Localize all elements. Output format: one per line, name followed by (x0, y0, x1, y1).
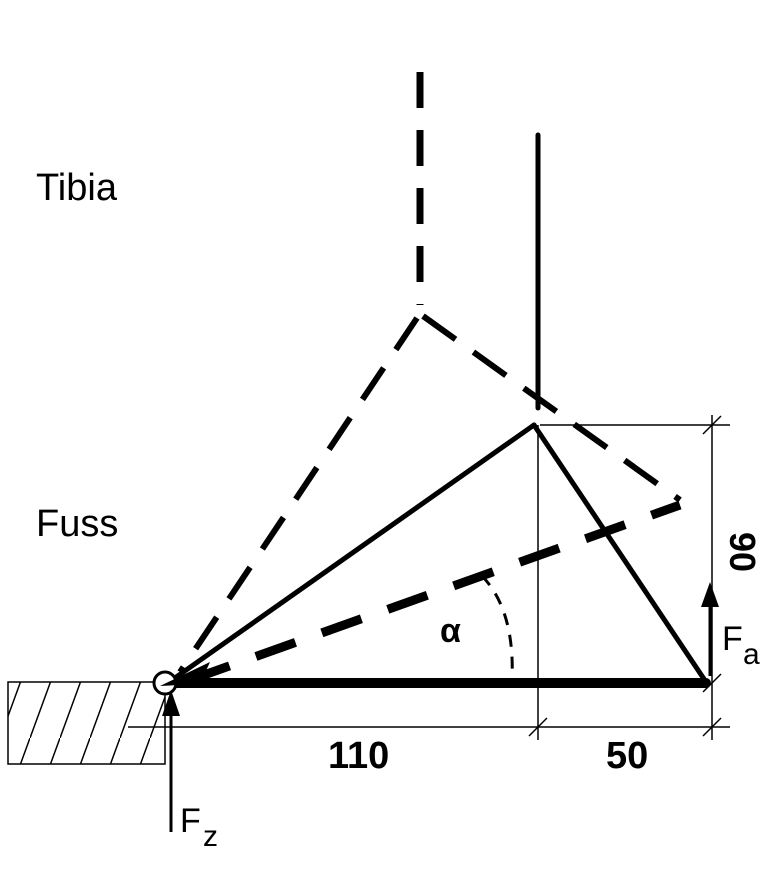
dimension-lines (128, 415, 730, 740)
label-angle-alpha: α (440, 612, 461, 650)
label-force-a-sub: a (743, 638, 760, 671)
label-force-a: F a (722, 620, 760, 671)
dim-tick-bottom-right (702, 717, 722, 737)
dim-tick-bottom-left (528, 717, 548, 737)
dim-label-110: 110 (328, 735, 389, 777)
dashed-link-right (421, 313, 682, 503)
pivot-arrowhead (160, 662, 210, 686)
force-arrow-a (701, 582, 719, 676)
fixed-support (7, 681, 166, 765)
support-body (7, 681, 166, 765)
label-force-z-sub: z (203, 820, 218, 853)
dim-label-50: 50 (606, 735, 648, 777)
label-foot: Fuss (36, 503, 118, 545)
label-force-z: F z (180, 802, 218, 853)
force-a-arrowhead (701, 582, 719, 607)
force-z-arrowhead (162, 690, 180, 716)
force-arrow-z (162, 690, 180, 832)
dim-label-90: 90 (722, 532, 763, 572)
dashed-alternate-position (177, 72, 682, 685)
angle-arc (480, 574, 514, 681)
label-force-z-main: F (180, 802, 201, 840)
dashed-foot-line (188, 500, 682, 685)
label-force-a-main: F (722, 620, 743, 658)
strut-left (169, 422, 537, 683)
solid-structure (167, 132, 711, 688)
label-tibia: Tibia (36, 167, 118, 209)
dim-tick-height-top (702, 415, 722, 435)
dashed-strut-left (177, 316, 420, 674)
strut-right (531, 422, 709, 685)
dim-tick-height-bottom (702, 673, 722, 693)
